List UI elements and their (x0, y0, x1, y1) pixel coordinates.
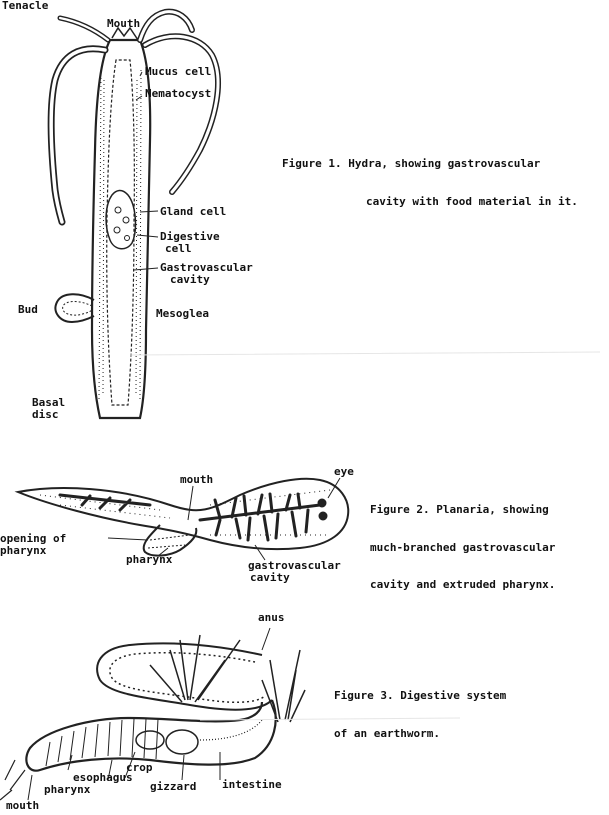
hydra-leader-lines (133, 71, 159, 271)
figure2-caption-line2: much-branched gastrovascular (370, 540, 556, 554)
label-intestine: intestine (222, 778, 282, 791)
label-planaria-gastrovascular-line1: gastrovascular (248, 559, 341, 572)
label-gastrovascular-cavity-line2: cavity (170, 273, 210, 286)
hydra-tentacle-left (47, 45, 109, 226)
figure3-caption-line2: of an earthworm. (334, 726, 440, 740)
label-digestive-cell-line2: cell (165, 242, 192, 255)
grass-left (0, 759, 26, 801)
figure2-caption: Figure 2. Planaria, showing much-branche… (370, 479, 555, 617)
figure2-caption-line3: cavity and extruded pharynx. (370, 578, 556, 591)
label-mesoglea: Mesoglea (156, 307, 209, 320)
label-planaria-pharynx: pharynx (126, 553, 173, 566)
hydra-tentacle-right (142, 33, 221, 195)
label-basal-disc-line2: disc (32, 408, 59, 421)
label-hydra-mouth: Mouth (107, 17, 141, 30)
planaria-leader-lines (107, 477, 341, 561)
hydra-gastrovascular-cavity (106, 59, 135, 406)
label-gastrovascular-cavity-line1: Gastrovascular (160, 261, 253, 274)
label-nematocyst: Nematocyst (145, 87, 212, 100)
figure2-caption-line1: Figure 2. Planaria, showing (370, 503, 549, 516)
hydra-tentacle-top (57, 15, 111, 43)
label-mucus-cell: Mucus cell (145, 65, 212, 78)
label-earthworm-mouth: mouth (6, 799, 40, 812)
label-planaria-gastrovascular-line2: cavity (250, 571, 290, 584)
planaria-drawing (14, 477, 350, 561)
figure1-caption: Figure 1. Hydra, showing gastrovascular … (282, 133, 578, 233)
label-gizzard: gizzard (150, 780, 197, 793)
label-opening-of-pharynx-line1: opening of (0, 532, 67, 545)
label-eye: eye (334, 465, 354, 478)
earthworm-lower-body (25, 699, 277, 772)
label-anus: anus (258, 611, 285, 624)
earthworm-drawing (0, 627, 306, 801)
earthworm-segments (45, 718, 159, 767)
scan-artifact-lines (129, 351, 601, 721)
hydra-bud (54, 293, 95, 324)
label-crop: crop (126, 761, 153, 774)
label-earthworm-pharynx: pharynx (44, 783, 91, 796)
planaria-eye-2 (318, 511, 328, 521)
earthworm-crop (135, 730, 165, 750)
figure3-caption-line1: Figure 3. Digestive system (334, 689, 507, 702)
hydra-drawing (47, 8, 221, 420)
label-tentacle: Tenacle (2, 0, 49, 12)
grass-tuft-right (261, 649, 306, 723)
label-opening-of-pharynx-line2: pharynx (0, 544, 47, 557)
label-planaria-mouth: mouth (180, 473, 214, 486)
hydra-body-outline (90, 38, 152, 420)
label-digestive-cell-line1: Digestive (160, 230, 220, 243)
hydra-food-material (105, 189, 137, 250)
grass-tuft-center (149, 634, 241, 703)
label-gland-cell: Gland cell (160, 205, 227, 218)
earthworm-leader-lines (27, 627, 271, 801)
earthworm-gizzard (165, 729, 199, 755)
figure1-caption-line2: cavity with food material in it. (366, 194, 578, 208)
earthworm-intestine (199, 719, 263, 741)
earthworm-upper-segment (96, 642, 273, 711)
label-basal-disc-line1: Basal (32, 396, 66, 409)
figure3-caption: Figure 3. Digestive system of an earthwo… (334, 665, 506, 765)
planaria-gastrovascular-branches (58, 492, 322, 542)
label-esophagus: esophagus (73, 771, 133, 784)
planaria-eye-1 (317, 498, 327, 508)
planaria-body-outline (14, 477, 350, 551)
figure1-caption-line1: Figure 1. Hydra, showing gastrovascular (282, 157, 541, 170)
label-bud: Bud (18, 303, 38, 316)
hydra-mouth (111, 26, 139, 41)
